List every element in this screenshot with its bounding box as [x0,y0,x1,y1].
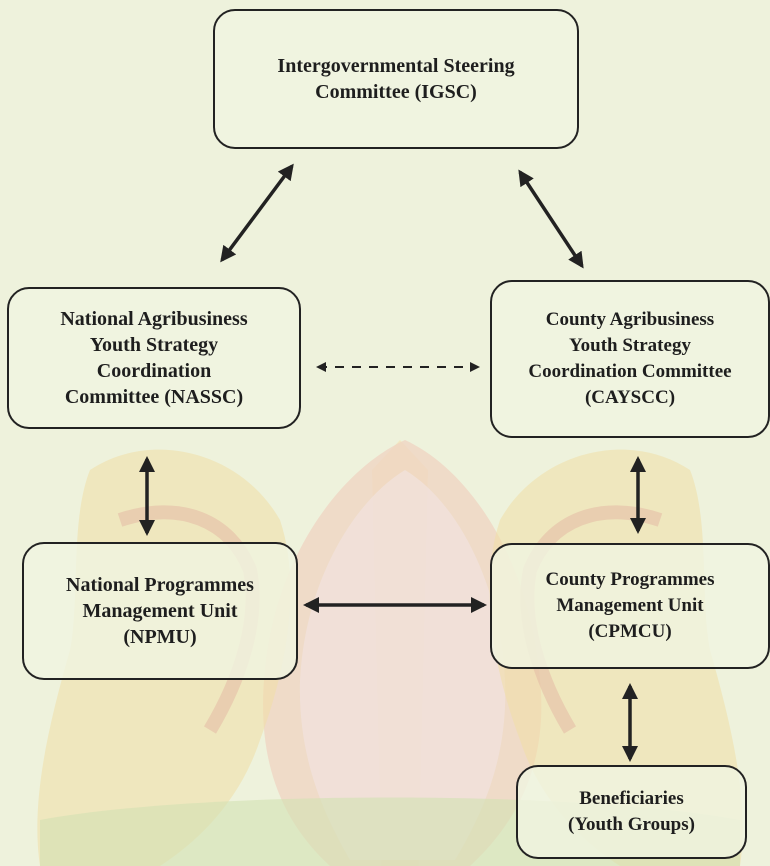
node-igsc-label: Intergovernmental Steering Committee (IG… [277,55,515,103]
node-cpmcu: County Programmes Management Unit (CPMCU… [490,543,770,669]
node-npmu-label: National Programmes Management Unit (NPM… [66,574,254,648]
node-nassc: National Agribusiness Youth Strategy Coo… [7,287,301,429]
node-cpmcu-label: County Programmes Management Unit (CPMCU… [545,569,715,642]
node-caysc: County Agribusiness Youth Strategy Coord… [490,280,770,438]
arrow-nassc-igsc [220,163,294,263]
node-igsc: Intergovernmental Steering Committee (IG… [213,9,579,149]
node-nassc-label: National Agribusiness Youth Strategy Coo… [60,308,248,408]
node-beneficiaries: Beneficiaries (Youth Groups) [516,765,747,859]
node-caysc-label: County Agribusiness Youth Strategy Coord… [528,309,732,408]
node-beneficiaries-label: Beneficiaries (Youth Groups) [568,788,695,835]
node-npmu: National Programmes Management Unit (NPM… [22,542,298,680]
arrow-caysc-igsc [518,169,584,269]
